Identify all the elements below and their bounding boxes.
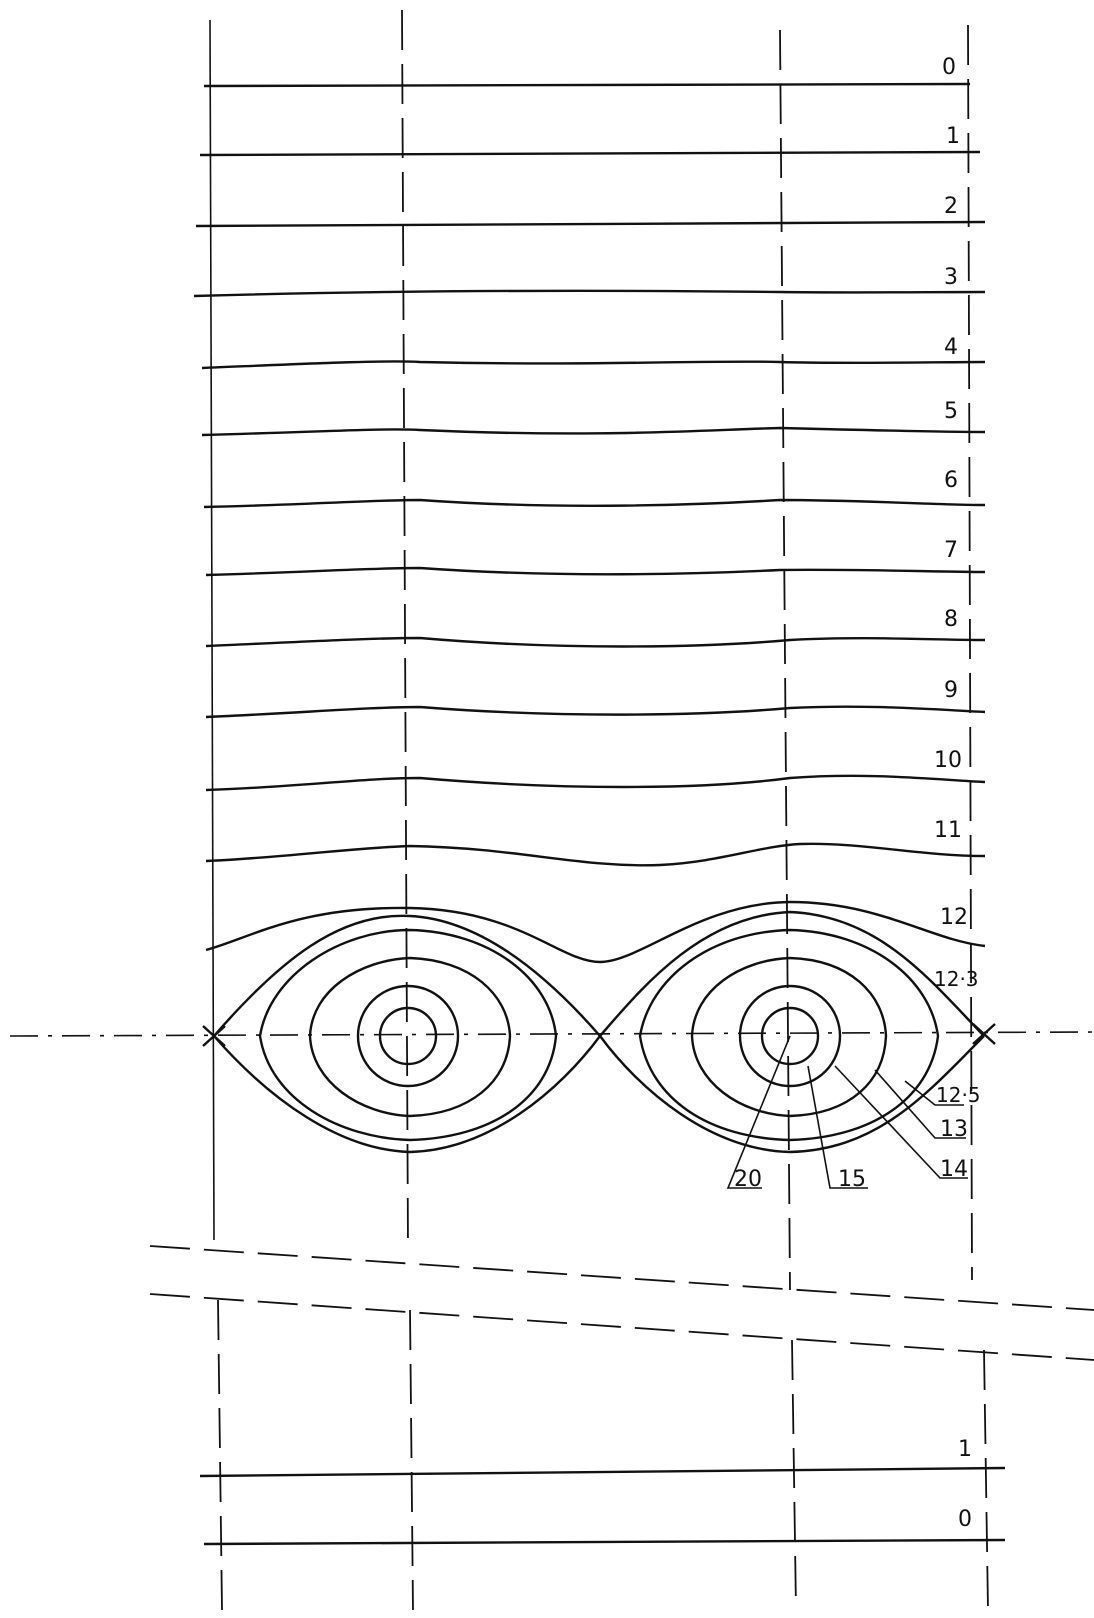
island-contours — [205, 900, 986, 1154]
level-label: 4 — [944, 335, 958, 360]
island-labels: 12·5 13 14 15 20 — [734, 1083, 981, 1192]
level-label: 9 — [944, 678, 958, 703]
level-label: 8 — [944, 607, 958, 632]
island-label: 13 — [940, 1117, 968, 1142]
level-label: 5 — [944, 399, 958, 424]
level-label: 3 — [944, 265, 958, 290]
island-label: 20 — [734, 1167, 762, 1192]
level-label: 10 — [934, 748, 962, 773]
upper-vertical-lines — [209, 9, 973, 1291]
level-label: 2 — [944, 194, 958, 219]
break-lines — [149, 1245, 1094, 1361]
upper-level-labels: 0 1 2 3 4 5 6 7 8 9 10 11 12 12·3 — [934, 55, 979, 991]
contour-lines — [193, 82, 986, 867]
level-label: 1 — [946, 124, 960, 149]
lower-level-labels: 1 0 — [958, 1437, 972, 1532]
island-label: 15 — [838, 1167, 866, 1192]
level-label: 11 — [934, 818, 962, 843]
x-markers — [202, 1023, 996, 1047]
separatrix-label: 12·3 — [934, 967, 979, 991]
leader-lines — [726, 1035, 968, 1189]
level-label: 1 — [958, 1437, 972, 1462]
level-label: 7 — [944, 538, 958, 563]
island-label: 12·5 — [936, 1083, 981, 1107]
island-axis — [9, 1031, 1094, 1037]
level-label: 0 — [942, 55, 956, 80]
level-label: 0 — [958, 1507, 972, 1532]
lower-vertical-lines — [217, 1299, 989, 1611]
island-label: 14 — [940, 1157, 968, 1182]
level-label: 12 — [940, 905, 968, 930]
level-label: 6 — [944, 468, 958, 493]
bottom-contour-lines — [199, 1466, 1006, 1546]
